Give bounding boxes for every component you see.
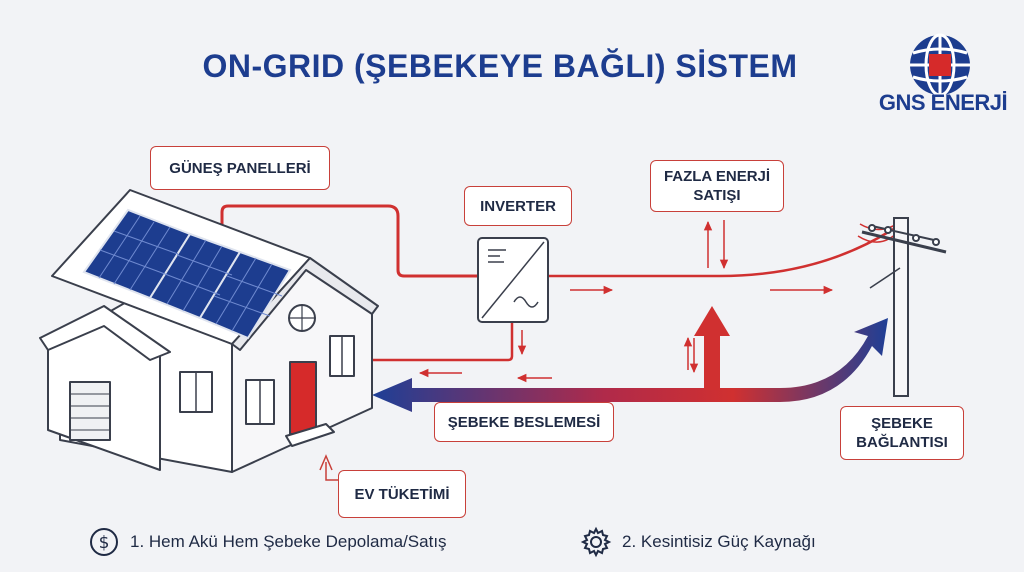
grid-connection-label: ŞEBEKE BAĞLANTISI bbox=[840, 406, 964, 460]
solar-panel-array bbox=[82, 208, 292, 340]
svg-text:$: $ bbox=[99, 533, 110, 553]
house bbox=[39, 189, 379, 473]
legend-item-storage: $ 1. Hem Akü Hem Şebeke Depolama/Satış bbox=[88, 526, 447, 558]
grid-feed-arrow bbox=[372, 318, 888, 412]
legend-text: 2. Kesintisiz Güç Kaynağı bbox=[622, 532, 816, 551]
inverter-label: INVERTER bbox=[464, 186, 572, 226]
globe-logo-icon bbox=[910, 33, 970, 97]
excess-up-arrow bbox=[694, 306, 730, 390]
brand-name: GNS ENERJİ bbox=[878, 90, 1008, 115]
solar-panels-label: GÜNEŞ PANELLERİ bbox=[150, 146, 330, 190]
gear-icon bbox=[580, 526, 612, 558]
excess-sale-label: FAZLA ENERJİ SATIŞI bbox=[650, 160, 784, 212]
legend-text: 1. Hem Akü Hem Şebeke Depolama/Satış bbox=[130, 532, 447, 551]
legend-item-ups: 2. Kesintisiz Güç Kaynağı bbox=[580, 526, 816, 558]
consumption-pointer bbox=[325, 462, 338, 481]
home-consumption-label: EV TÜKETİMİ bbox=[338, 470, 466, 518]
inverter-device bbox=[477, 237, 549, 323]
grid-feed-label: ŞEBEKE BESLEMESİ bbox=[434, 402, 614, 442]
utility-pole bbox=[861, 217, 947, 397]
inverter-to-grid-line bbox=[548, 226, 896, 278]
page-title: ON-GRID (ŞEBEKEYE BAĞLI) SİSTEM bbox=[202, 48, 798, 84]
dollar-coin-icon: $ bbox=[90, 528, 118, 556]
inverter-to-house-wire bbox=[372, 322, 514, 362]
panel-to-inverter-wire bbox=[220, 204, 478, 278]
